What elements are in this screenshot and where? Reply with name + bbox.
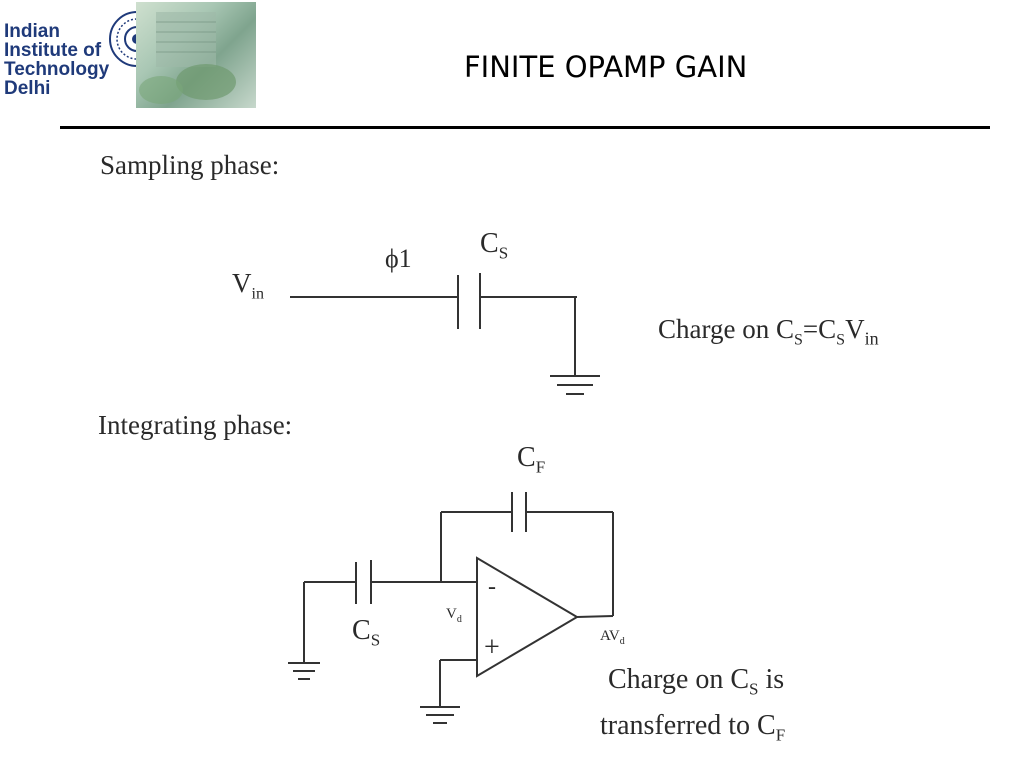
page-title: FINITE OPAMP GAIN bbox=[464, 50, 748, 84]
institute-name-line-3: Technology bbox=[4, 59, 110, 80]
sampling-phase-heading: Sampling phase: bbox=[100, 150, 280, 180]
output-label: AVd bbox=[600, 628, 625, 647]
opamp-triangle-icon bbox=[476, 556, 579, 678]
sampling-charge-equation: Charge on CS=CSVin bbox=[658, 314, 879, 349]
institute-logo: Indian Institute of Technology Delhi bbox=[4, 22, 124, 112]
institute-name-line-4: Delhi bbox=[4, 78, 51, 99]
integrating-cs-label: CS bbox=[352, 615, 381, 650]
charge-transfer-note-line-1: Charge on CS is bbox=[608, 664, 785, 699]
charge-transfer-note-line-2: transferred to CF bbox=[600, 709, 786, 745]
institute-name-line-2: Institute of bbox=[4, 40, 102, 61]
sampling-cs-label: CS bbox=[480, 228, 509, 263]
charge-transfer-note: Charge on CS is transferred to CF bbox=[600, 662, 785, 753]
sampling-ground-icon bbox=[550, 375, 600, 395]
title-divider bbox=[60, 126, 990, 129]
campus-photo bbox=[136, 2, 256, 108]
integrating-ground-icon-left bbox=[288, 662, 320, 680]
opamp-plus-sign: + bbox=[484, 632, 500, 663]
sampling-circuit bbox=[290, 273, 600, 395]
opamp-minus-sign: - bbox=[488, 574, 496, 600]
integrating-phase-heading: Integrating phase: bbox=[98, 410, 293, 440]
integrating-ground-icon-right bbox=[420, 706, 460, 724]
vin-label: Vin bbox=[232, 268, 264, 303]
vd-label: Vd bbox=[446, 606, 462, 625]
integrating-circuit bbox=[288, 492, 614, 724]
phi1-label: ϕ1 bbox=[385, 244, 412, 273]
institute-name-line-1: Indian bbox=[4, 21, 60, 42]
cf-label: CF bbox=[517, 442, 546, 477]
opamp-output-wire bbox=[576, 615, 614, 618]
